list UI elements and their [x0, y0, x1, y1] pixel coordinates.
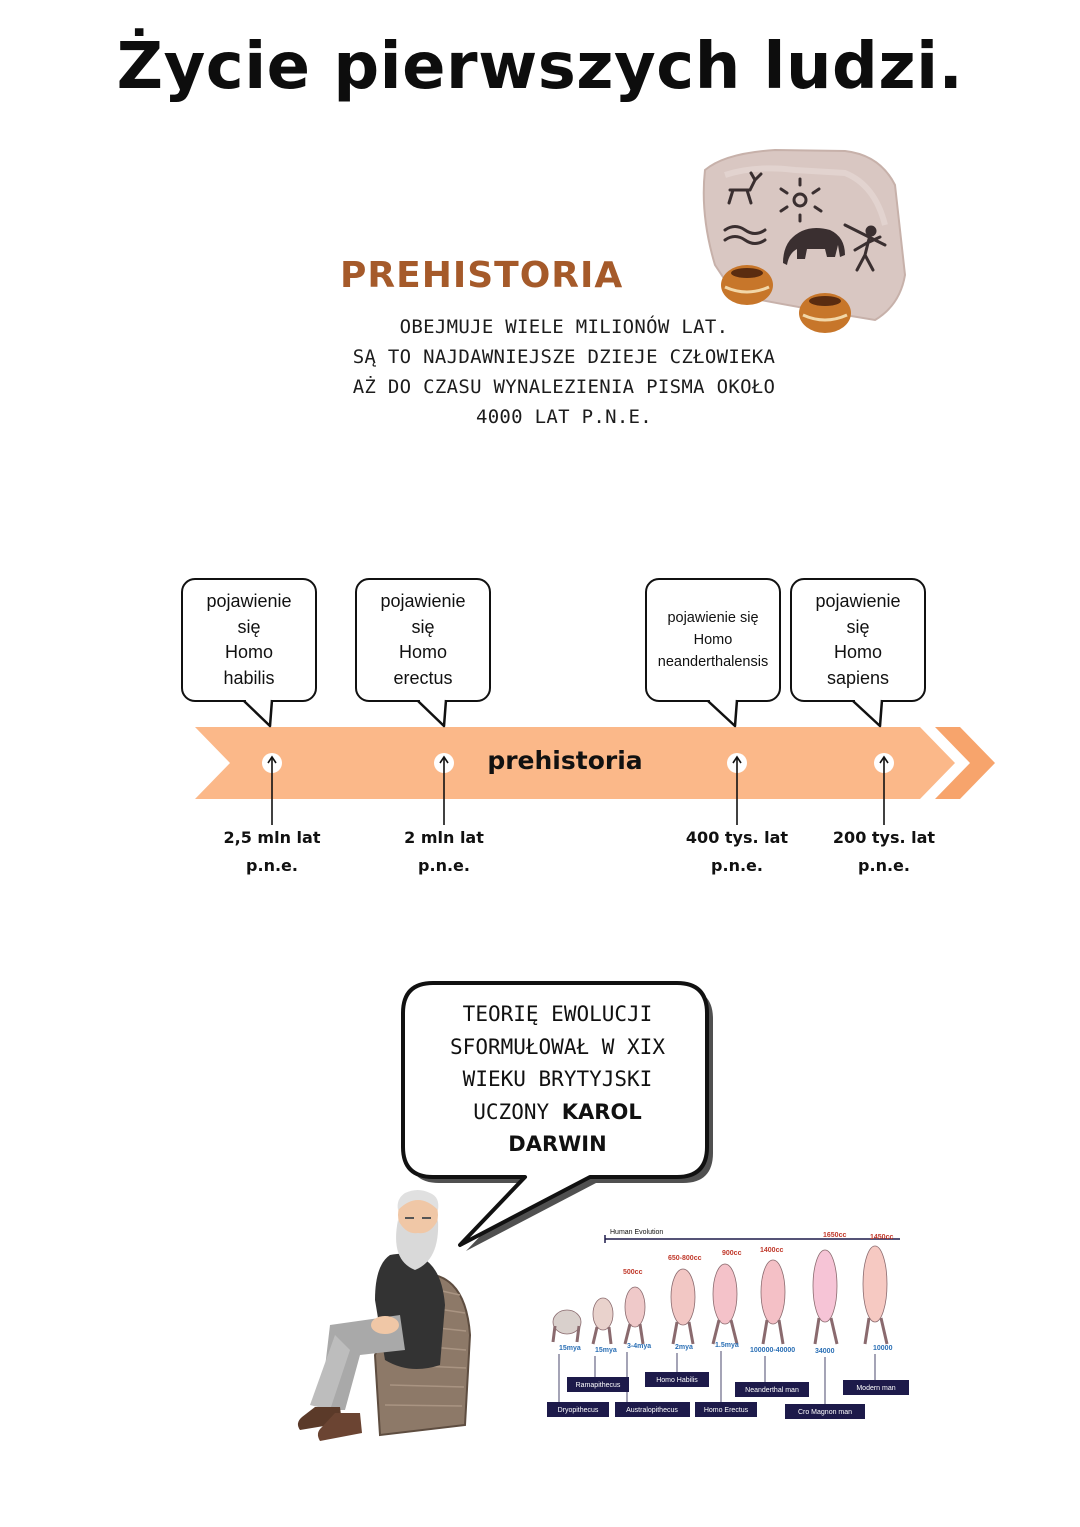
speech-line: TEORIĘ EWOLUCJI	[462, 1002, 653, 1026]
event-text-line: Homo	[224, 642, 273, 662]
date-line: p.n.e.	[246, 856, 298, 875]
event-text-line: pojawienie się	[667, 610, 759, 626]
timeline-label: prehistoria	[487, 746, 643, 775]
age-label: 15mya	[595, 1347, 617, 1354]
date-line: 400 tys. lat	[685, 828, 789, 847]
event-text-line: Homo	[398, 642, 447, 662]
speech-line: DARWIN	[410, 1128, 705, 1161]
species-label: Modern man	[856, 1385, 895, 1392]
event-text-line: erectus	[393, 667, 453, 688]
age-label: 34000	[815, 1348, 835, 1355]
darwin-speech-bubble	[401, 981, 713, 1251]
timeline-date-homo-habilis: 2,5 mln lat p.n.e.	[202, 824, 342, 880]
prehistory-heading: PREHISTORIA	[340, 255, 624, 296]
capacity-label: 500cc	[623, 1269, 643, 1276]
speech-name-first: KAROL	[561, 1099, 642, 1124]
event-text-line: Homo	[693, 632, 733, 648]
event-text-line: pojawienie	[815, 591, 901, 611]
prehistory-description-line: OBEJMUJE WIELE MILIONÓW LAT.	[399, 316, 729, 338]
event-text-line: sapiens	[826, 667, 890, 688]
species-label: Homo Habilis	[656, 1377, 698, 1384]
timeline-event-homo-habilis: pojawienie się Homo habilis	[181, 578, 317, 702]
species-label: Homo Erectus	[704, 1407, 749, 1414]
prehistory-description-line: SĄ TO NAJDAWNIEJSZE DZIEJE CZŁOWIEKA	[352, 346, 776, 368]
event-text-line: pojawienie	[206, 591, 292, 611]
date-line: 200 tys. lat	[832, 828, 936, 847]
speech-line: UCZONY	[473, 1099, 562, 1124]
evolution-chart-heading: Human Evolution	[610, 1229, 663, 1236]
capacity-label: 1450cc	[870, 1234, 893, 1241]
capacity-label: 1400cc	[760, 1247, 783, 1254]
date-line: p.n.e.	[858, 856, 910, 875]
capacity-label: 900cc	[722, 1250, 742, 1257]
capacity-label: 1650cc	[823, 1232, 846, 1239]
timeline-date-homo-erectus: 2 mln lat p.n.e.	[374, 824, 514, 880]
event-text-line: habilis	[223, 667, 275, 688]
timeline-marker-dots	[262, 753, 894, 773]
age-label: 15mya	[559, 1345, 581, 1352]
speech-line: SFORMUŁOWAŁ W XIX	[450, 1034, 665, 1059]
event-text-line: się	[411, 616, 435, 637]
cave-painting-rock-icon	[702, 148, 907, 333]
age-label: 1.5mya	[715, 1342, 739, 1349]
timeline-date-homo-neanderthalensis: 400 tys. lat p.n.e.	[667, 824, 807, 880]
event-text-line: się	[237, 616, 261, 637]
charles-darwin-icon	[297, 1190, 472, 1441]
capacity-label: 650-800cc	[668, 1255, 702, 1262]
species-label: Cro Magnon man	[798, 1409, 852, 1416]
speech-line: WIEKU BRYTYJSKI	[462, 1067, 653, 1091]
event-text-line: neanderthalensis	[657, 654, 769, 670]
page-title: Życie pierwszych ludzi.	[116, 30, 964, 104]
age-label: 2mya	[675, 1344, 693, 1351]
prehistory-description-line: AŻ DO CZASU WYNALEZIENIA PISMA OKOŁO	[352, 376, 776, 398]
darwin-speech-text: TEORIĘ EWOLUCJI SFORMUŁOWAŁ W XIX WIEKU …	[410, 998, 705, 1161]
date-line: 2 mln lat	[404, 828, 484, 847]
date-line: p.n.e.	[418, 856, 470, 875]
age-label: 3-4mya	[627, 1343, 651, 1350]
timeline-event-homo-erectus: pojawienie się Homo erectus	[355, 578, 491, 702]
species-label: Australopithecus	[626, 1407, 678, 1414]
species-label: Neanderthal man	[745, 1387, 799, 1394]
event-text-line: pojawienie	[380, 591, 466, 611]
timeline-date-homo-sapiens: 200 tys. lat p.n.e.	[814, 824, 954, 880]
species-label: Dryopithecus	[558, 1407, 599, 1414]
human-evolution-chart: Human Evolution 500cc 650-800cc 900cc 14…	[547, 1229, 909, 1419]
timeline-arrow	[195, 727, 995, 799]
speech-line-with-name: UCZONY KAROL	[410, 1096, 705, 1129]
timeline-markers	[243, 699, 894, 825]
timeline-event-homo-sapiens: pojawienie się Homo sapiens	[790, 578, 926, 702]
age-label: 10000	[873, 1345, 893, 1352]
speech-name-last: DARWIN	[508, 1132, 607, 1156]
prehistory-description: OBEJMUJE WIELE MILIONÓW LAT. SĄ TO NAJDA…	[290, 312, 838, 432]
species-label: Ramapithecus	[576, 1382, 621, 1389]
event-text-line: się	[846, 616, 870, 637]
prehistory-description-line: 4000 LAT P.N.E.	[475, 406, 653, 428]
date-line: p.n.e.	[711, 856, 763, 875]
timeline-event-homo-neanderthalensis: pojawienie się Homo neanderthalensis	[645, 578, 781, 702]
event-text-line: Homo	[833, 642, 882, 662]
date-line: 2,5 mln lat	[223, 828, 321, 847]
age-label: 100000-40000	[750, 1347, 795, 1354]
